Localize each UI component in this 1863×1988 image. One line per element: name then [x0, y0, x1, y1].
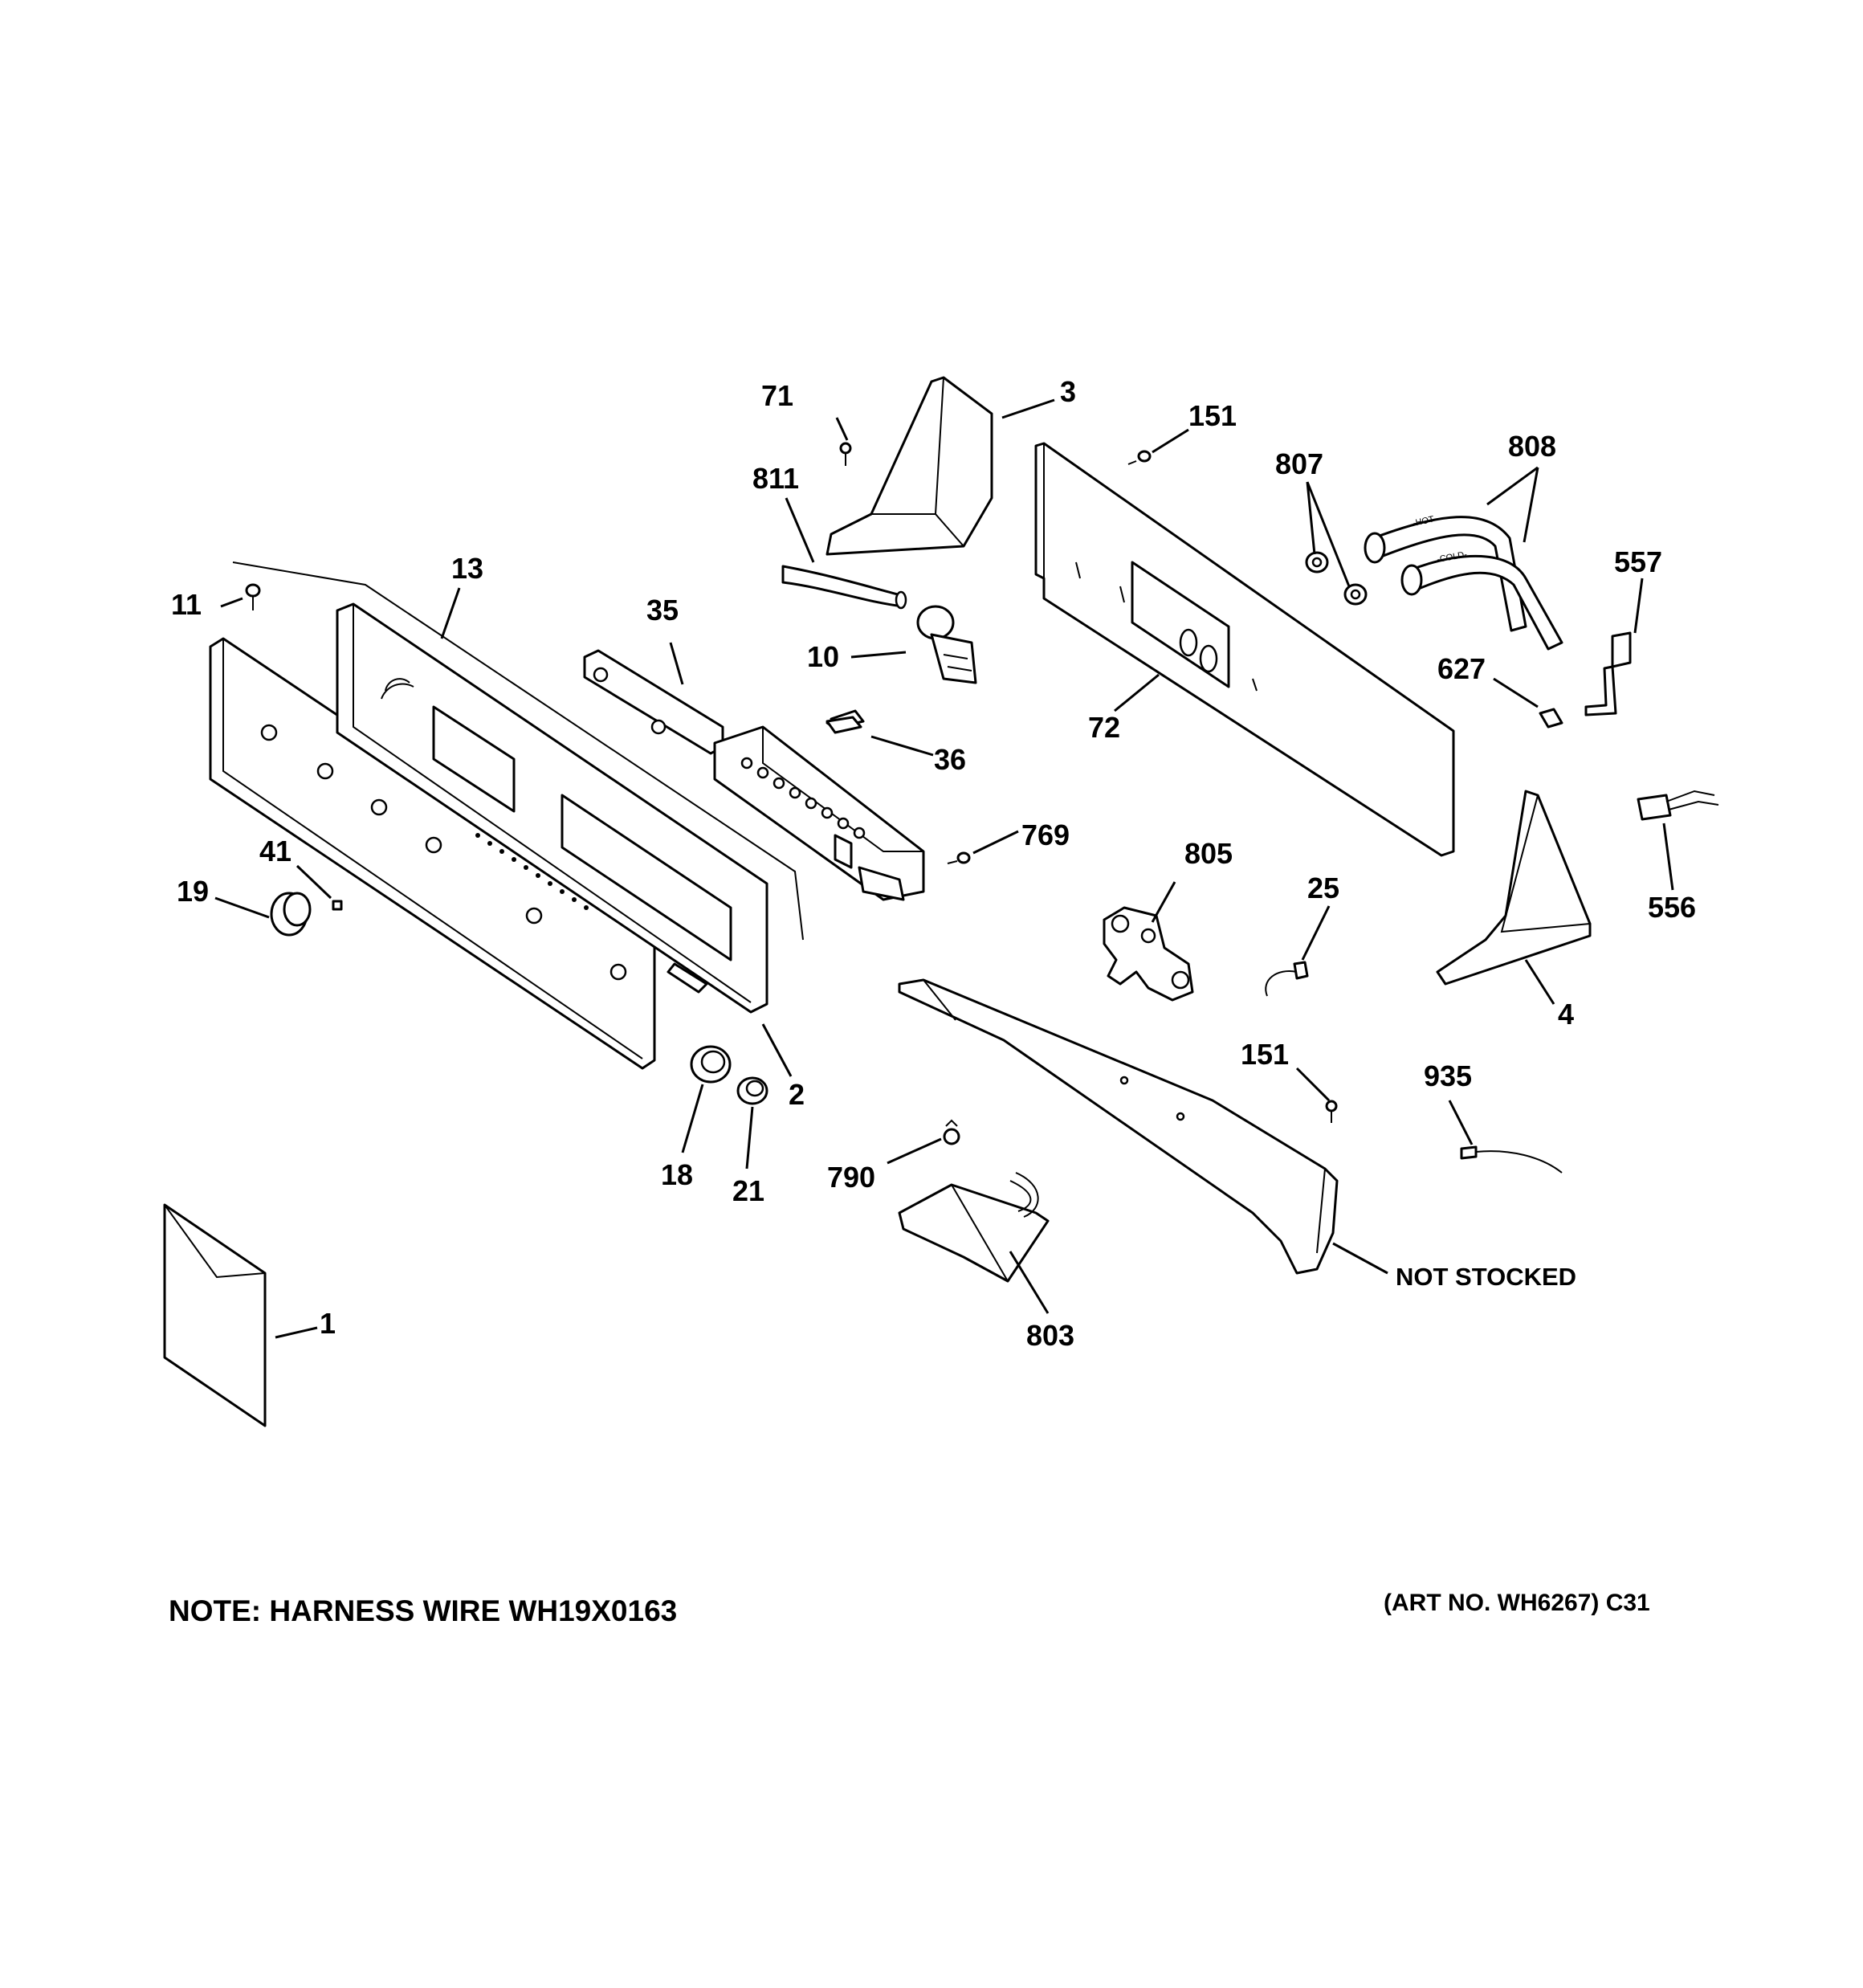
callout-21: 21 [732, 1174, 764, 1207]
callout-41: 41 [259, 835, 291, 867]
callout-807: 807 [1275, 447, 1323, 480]
callout-627: 627 [1437, 652, 1486, 685]
part-807-washer-b [1343, 583, 1368, 606]
callout-151-top: 151 [1188, 399, 1237, 432]
part-1-document [163, 1203, 267, 1427]
part-10-pressure-switch [916, 605, 977, 684]
leader-lines [214, 398, 1674, 1339]
part-13-control-panel [209, 561, 804, 1070]
callout-13: 13 [451, 552, 483, 585]
part-18-button [690, 1045, 732, 1084]
callout-4: 4 [1558, 998, 1574, 1031]
callout-557: 557 [1614, 545, 1662, 578]
part-4-side-bracket [1436, 790, 1592, 986]
part-769-screw [947, 851, 971, 864]
art-number: (ART NO. WH6267) C31 [1384, 1590, 1650, 1616]
part-71-screw [839, 442, 852, 466]
callout-11: 11 [171, 588, 202, 621]
part-556-terminal [1637, 790, 1719, 821]
part-3-side-bracket [826, 376, 993, 556]
callout-1: 1 [320, 1307, 336, 1340]
part-41-spring [332, 900, 343, 911]
callout-18: 18 [661, 1158, 693, 1191]
callout-36: 36 [934, 743, 966, 776]
panel-indicator-dots [475, 833, 589, 910]
callout-556: 556 [1648, 891, 1696, 924]
callout-805: 805 [1184, 837, 1233, 870]
part-935-wire [1460, 1145, 1563, 1174]
callout-803: 803 [1026, 1319, 1074, 1352]
part-21-button-cap [736, 1076, 768, 1105]
part-805-water-valve [1103, 906, 1194, 1002]
callout-769: 769 [1021, 818, 1070, 851]
part-2-panel-frame [336, 602, 768, 1014]
callout-35: 35 [646, 594, 679, 627]
callout-19: 19 [177, 875, 209, 908]
callout-811: 811 [752, 462, 799, 495]
part-808-hot-hose: -HOT- [1364, 514, 1527, 632]
callout-not-stocked: NOT STOCKED [1396, 1263, 1576, 1291]
callout-935: 935 [1424, 1059, 1472, 1092]
part-627-plug [1539, 708, 1563, 729]
part-19-knob [270, 892, 312, 937]
callout-2: 2 [789, 1078, 805, 1111]
part-811-hose [781, 565, 907, 610]
part-35-bracket [583, 649, 724, 755]
part-151-screw-bottom [1325, 1100, 1338, 1123]
callout-71: 71 [761, 379, 793, 412]
part-803-duct [898, 1172, 1050, 1283]
callout-labels: 71 3 151 807 808 811 13 11 35 10 557 627… [171, 375, 1696, 1352]
part-808-cold-hose: -COLD- [1400, 549, 1563, 651]
part-72-back-panel [1034, 442, 1455, 857]
board-switch-row [740, 757, 866, 839]
harness-wire-note: NOTE: HARNESS WIRE WH19X0163 [169, 1594, 677, 1627]
part-151-screw-top [1127, 450, 1152, 465]
callout-790: 790 [827, 1161, 875, 1194]
part-25-wire [1265, 961, 1309, 997]
part-790-clamp [943, 1119, 960, 1145]
callout-151-bottom: 151 [1241, 1038, 1289, 1071]
part-36-clip [826, 716, 862, 734]
callout-10: 10 [807, 640, 839, 673]
part-not-stocked-bottom-panel [898, 978, 1339, 1275]
callout-3: 3 [1060, 375, 1076, 408]
callout-808: 808 [1508, 430, 1556, 463]
part-807-washer-a [1305, 551, 1329, 574]
callout-25: 25 [1307, 872, 1339, 904]
part-11-screw [245, 583, 261, 610]
callout-72: 72 [1088, 711, 1120, 744]
part-557-connector [1584, 631, 1632, 716]
